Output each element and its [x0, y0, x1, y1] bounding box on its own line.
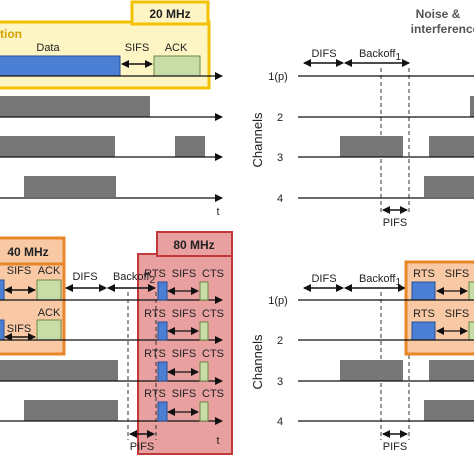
- busy-tl-ch4: [24, 176, 116, 197]
- pifs-label-bl: PIFS: [130, 441, 154, 453]
- busy-tl-ch3a: [0, 136, 115, 157]
- rts-label-br-2: RTS: [413, 308, 435, 320]
- sifs-label-80-4: SIFS: [172, 388, 196, 400]
- cts-label-3: CTS: [202, 348, 224, 360]
- cts-frame-1: [199, 281, 209, 301]
- panel-top-right: Noise & interference DIFS Backoff1 1(p) …: [250, 7, 474, 229]
- ack-frame-bl-2: [36, 319, 62, 341]
- channels-axis-label-tr: Channels: [250, 112, 265, 167]
- ack-label-top: ACK: [165, 42, 188, 54]
- busy-bl-ch4: [24, 400, 118, 421]
- ack-frame-top: [153, 55, 201, 77]
- cts-frame-3: [199, 361, 209, 382]
- sifs-label-80-2: SIFS: [172, 308, 196, 320]
- sifs-label-80-3: SIFS: [172, 348, 196, 360]
- difs-label-br: DIFS: [311, 273, 336, 285]
- rts-label-1: RTS: [144, 268, 166, 280]
- sifs-label-br-2: SIFS: [445, 308, 469, 320]
- band-40mhz-label: 40 MHz: [7, 245, 48, 259]
- data-frame: [0, 55, 121, 77]
- rts-frame-4: [157, 401, 168, 422]
- channels-axis-label-br: Channels: [250, 334, 265, 389]
- sifs-label-br-1: SIFS: [445, 268, 469, 280]
- time-label-bl: t: [216, 435, 219, 447]
- ack-label-bl-2: ACK: [38, 307, 61, 319]
- busy-br-ch4: [424, 400, 474, 421]
- rts-label-br-1: RTS: [413, 268, 435, 280]
- difs-label-bl: DIFS: [72, 271, 97, 283]
- group-label-fragment: tion: [0, 27, 22, 41]
- pifs-label-br: PIFS: [383, 441, 407, 453]
- data-frame-bl-2: [0, 319, 5, 341]
- sifs-label-top: SIFS: [125, 42, 149, 54]
- rts-cts-row-3: RTS SIFS CTS: [144, 348, 224, 382]
- backoff-label-tr: Backoff1: [359, 48, 402, 63]
- panel-bottom-left: 40 MHz 80 MHz SIFS ACK DIFS Backoff2 SIF…: [0, 231, 233, 455]
- channel-label-br-1: 1(p): [268, 295, 288, 307]
- channel-label-tr-2: 2: [277, 112, 283, 124]
- noise-title-line2: interference: [411, 22, 474, 36]
- data-frame-bl-1: [0, 279, 5, 301]
- channel-label-br-2: 2: [277, 335, 283, 347]
- busy-br-ch3a: [340, 360, 403, 381]
- channel-label-br-3: 3: [277, 376, 283, 388]
- backoff-label-br: Backoff1: [359, 273, 402, 288]
- band-40mhz-tab: [0, 236, 66, 266]
- busy-tr-ch3b: [429, 136, 474, 157]
- rts-label-2: RTS: [144, 308, 166, 320]
- sifs-label-bl-1: SIFS: [7, 265, 31, 277]
- rts-label-4: RTS: [144, 388, 166, 400]
- cts-label-2: CTS: [202, 308, 224, 320]
- ack-frame-bl-1: [36, 279, 62, 301]
- rts-frame-1: [157, 281, 168, 301]
- busy-bl-ch3: [0, 360, 118, 381]
- channel-label-tr-1: 1(p): [268, 71, 288, 83]
- time-label-tl: t: [216, 206, 219, 218]
- band-20mhz-tab: [130, 0, 210, 26]
- ack-label-bl-1: ACK: [38, 265, 61, 277]
- channel-label-tr-3: 3: [277, 152, 283, 164]
- rts-cts-row-2: RTS SIFS CTS: [144, 308, 224, 341]
- busy-br-ch3b: [429, 360, 474, 381]
- pifs-label-tr: PIFS: [383, 217, 407, 229]
- sifs-label-80-1: SIFS: [172, 268, 196, 280]
- band-20mhz-label: 20 MHz: [149, 7, 190, 21]
- rts-frame-br-2: [411, 321, 436, 341]
- noise-title-line1: Noise &: [416, 7, 461, 21]
- rts-frame-br-1: [411, 281, 436, 301]
- channel-label-br-4: 4: [277, 416, 283, 428]
- cts-frame-2: [199, 321, 209, 341]
- sifs-label-bl-2: SIFS: [7, 323, 31, 335]
- band-20mhz-box: [0, 20, 211, 90]
- rts-cts-row-1: RTS SIFS CTS: [144, 268, 224, 301]
- cts-frame-4: [199, 401, 209, 422]
- busy-tl-ch3b: [175, 136, 205, 157]
- panel-bottom-right: DIFS Backoff1 RTS SIFS RTS SIFS 1(p) 2 3…: [250, 260, 474, 453]
- channel-label-tr-4: 4: [277, 193, 283, 205]
- busy-tr-ch3a: [340, 136, 403, 157]
- rts-frame-2: [157, 321, 168, 341]
- band-80mhz-tab: [156, 231, 233, 257]
- cts-frame-br-2: [468, 321, 474, 341]
- data-label: Data: [36, 42, 60, 54]
- cts-label-1: CTS: [202, 268, 224, 280]
- panel-top-left: 20 MHz tion Data SIFS ACK t: [0, 0, 223, 218]
- busy-tr-ch2: [470, 96, 474, 117]
- rts-frame-3: [157, 361, 168, 382]
- busy-tl-ch2: [0, 96, 150, 117]
- rts-label-3: RTS: [144, 348, 166, 360]
- backoff-label-bl: Backoff2: [113, 271, 156, 286]
- band-80mhz-label: 80 MHz: [173, 238, 214, 252]
- cts-label-4: CTS: [202, 388, 224, 400]
- rts-cts-row-4: RTS SIFS CTS: [144, 388, 224, 422]
- busy-tr-ch4: [424, 176, 474, 197]
- difs-label-tr: DIFS: [311, 48, 336, 60]
- cts-frame-br-1: [468, 281, 474, 301]
